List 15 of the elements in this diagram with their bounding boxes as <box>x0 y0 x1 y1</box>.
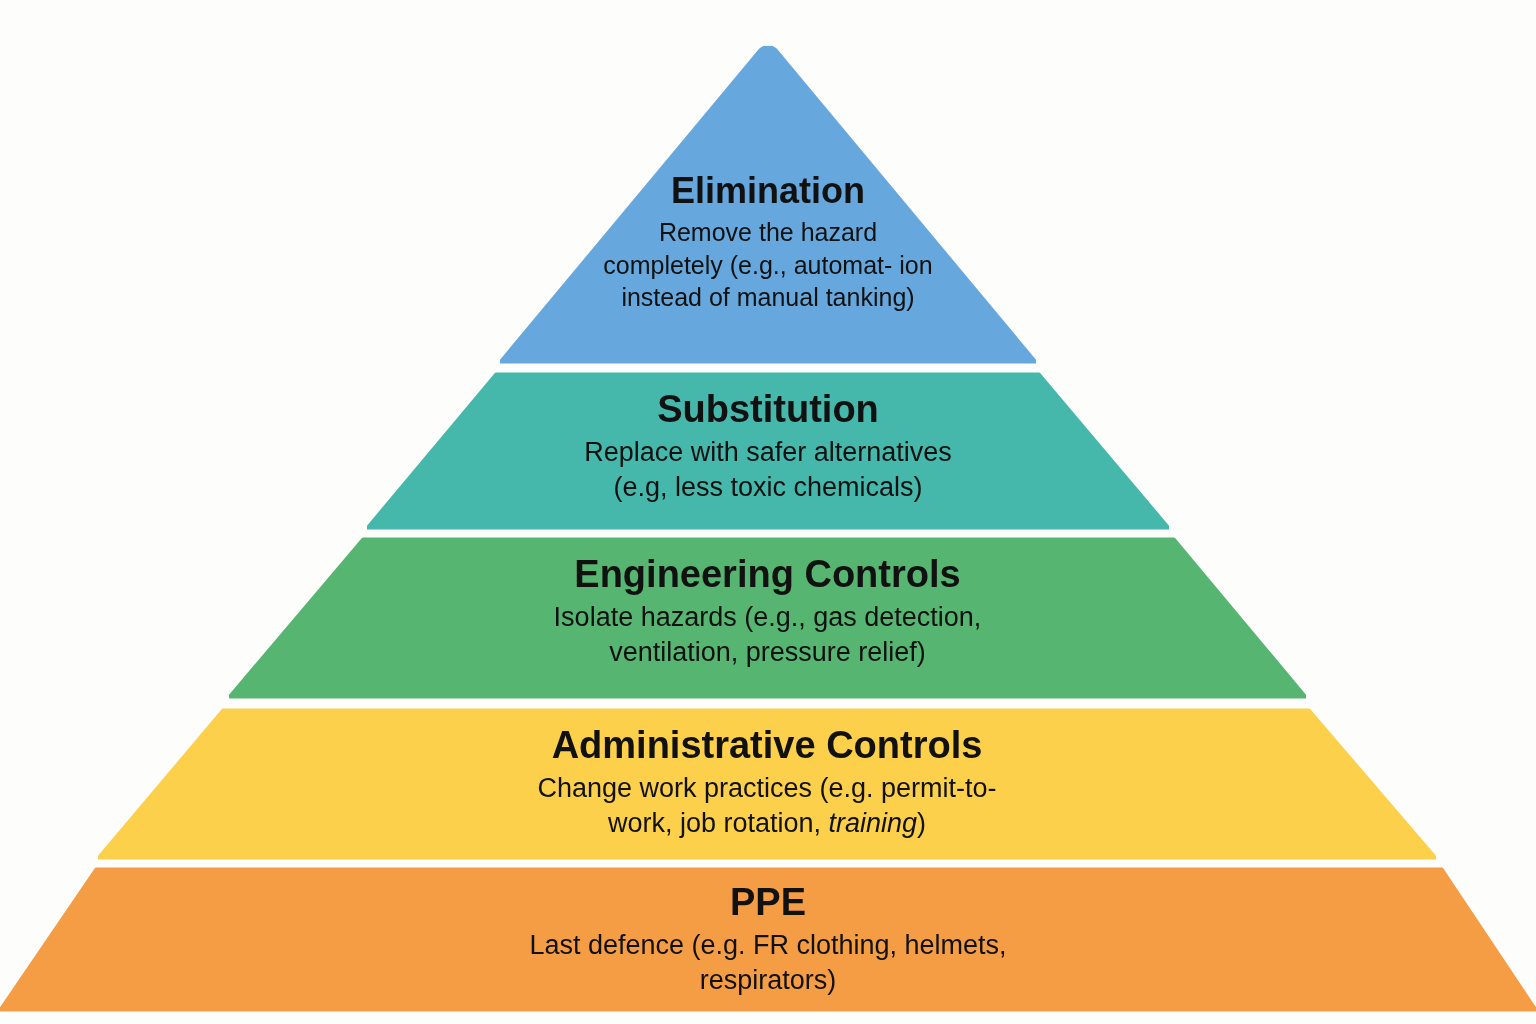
pyramid-tier <box>98 708 1436 860</box>
tier-title: Administrative Controls <box>551 724 983 767</box>
tier-description: Isolate hazards (e.g., gas detection, ventilation, pressure relief) <box>552 601 983 670</box>
tier-description: Remove the hazard completely (e.g., automat- ion instead of manual tanking) <box>603 217 933 313</box>
tier-description: Replace with safer alternatives (e.g, less toxic chemicals) <box>583 436 953 505</box>
tier-title: Elimination <box>671 170 865 212</box>
pyramid-tier <box>367 372 1169 530</box>
tier-description: Change work practices (e.g. permit-to-work, job rotation, training) <box>536 772 998 841</box>
pyramid-tier <box>500 46 1036 364</box>
tier-title: Substitution <box>657 388 879 431</box>
tier-description: Last defence (e.g. FR clothing, helmets, respirators) <box>528 929 1008 998</box>
tier-title: PPE <box>729 881 806 924</box>
pyramid-tier <box>0 867 1536 1012</box>
pyramid-tier <box>229 537 1306 699</box>
tier-title: Engineering Controls <box>574 553 961 596</box>
